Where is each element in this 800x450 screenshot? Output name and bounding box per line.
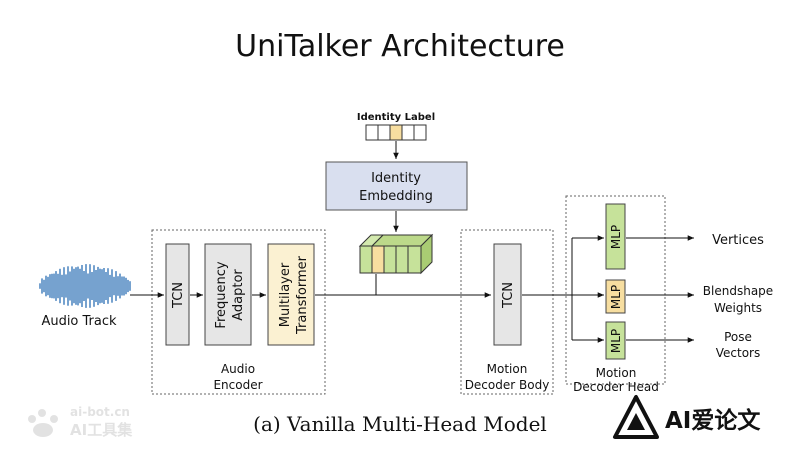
paw-icon	[28, 409, 58, 437]
pose-label-line1: Pose	[724, 330, 752, 344]
frequency-adaptor-line2: Adaptor	[231, 269, 246, 321]
audio-encoder-label-line1: Audio	[221, 362, 255, 376]
watermark-left-line2: AI工具集	[70, 421, 133, 439]
mlp-vertices-box	[605, 203, 626, 270]
motion-decoder-head-group	[565, 195, 666, 385]
motion-decoder-body-line2: Decoder Body	[465, 378, 550, 392]
tcn-encoder-box	[165, 243, 190, 346]
identity-embedding-line1: Identity	[371, 171, 421, 186]
diagram-title: UniTalker Architecture	[235, 29, 565, 64]
watermark-right-text: AI爱论文	[665, 407, 761, 434]
audio-waveform-icon	[39, 264, 131, 308]
tcn-encoder-label: TCN	[171, 282, 186, 309]
multilayer-transformer-box	[267, 243, 315, 346]
ai-logo-icon	[613, 395, 659, 439]
watermark-left-line1: ai-bot.cn	[70, 405, 130, 419]
watermark-left: ai-bot.cn AI工具集	[28, 405, 133, 439]
mlp-blendshape-label: MLP	[609, 285, 623, 309]
motion-decoder-head-line2: Decoder Head	[573, 380, 659, 394]
embedding-vector-stack	[358, 233, 434, 275]
motion-decoder-head-line1: Motion	[596, 366, 637, 380]
figure-caption: (a) Vanilla Multi-Head Model	[253, 412, 547, 436]
mlp-pose-label: MLP	[609, 329, 623, 353]
tcn-decoder-box	[493, 243, 522, 346]
audio-encoder-label-line2: Encoder	[213, 378, 262, 392]
identity-label-text: Identity Label	[357, 112, 435, 123]
frequency-adaptor-box	[204, 243, 252, 346]
frequency-adaptor-line1: Frequency	[214, 261, 229, 328]
watermark-right: AI爱论文	[613, 395, 761, 439]
audio-track-label: Audio Track	[41, 314, 117, 329]
identity-embedding-line2: Embedding	[359, 189, 433, 204]
pose-label-line2: Vectors	[716, 346, 761, 360]
tcn-decoder-label: TCN	[501, 282, 516, 309]
audio-encoder-group	[151, 229, 326, 395]
identity-embedding-box	[325, 161, 468, 211]
motion-decoder-body-group	[460, 229, 554, 395]
blendshape-label-line2: Weights	[714, 301, 762, 315]
mlp-pose-box	[605, 321, 626, 360]
mlp-blendshape-box	[605, 279, 626, 314]
multilayer-transformer-line2: Transformer	[295, 255, 310, 335]
identity-one-hot-vector	[365, 124, 427, 141]
motion-decoder-body-line1: Motion	[487, 362, 528, 376]
blendshape-label-line1: Blendshape	[703, 284, 773, 298]
vertices-label: Vertices	[712, 233, 764, 248]
multilayer-transformer-line1: Multilayer	[278, 262, 293, 327]
mlp-vertices-label: MLP	[609, 225, 623, 249]
